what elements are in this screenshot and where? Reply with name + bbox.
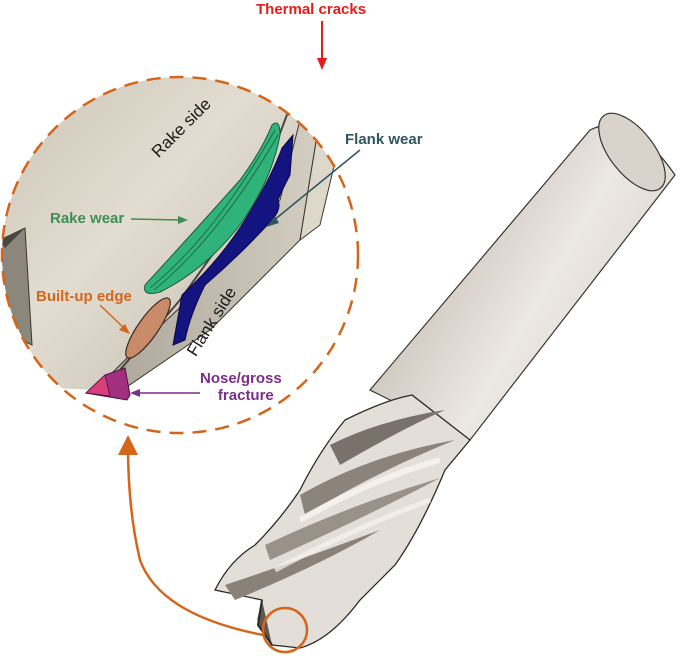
flank-wear-label: Flank wear [345,131,423,148]
built-up-edge-arrow [99,304,127,331]
flank-wear-region [172,133,294,346]
flute-groove [265,478,440,560]
rake-wear-region [144,122,281,294]
flute-groove [300,440,455,515]
callout-connector [118,435,264,637]
rake-face [2,77,330,390]
flank-wear-arrow [267,149,361,226]
label-arrows [99,21,361,397]
shank-end-face [598,112,666,192]
thermal-cracks-marks [285,77,319,113]
flute-highlight [273,497,431,573]
flute-highlight [298,457,441,523]
nose-fracture-label-line2: fracture [217,387,274,404]
nose-fracture-label-line1: Nose/gross [200,370,282,387]
end-mill-tool [214,112,676,649]
rake-wear-label: Rake wear [50,210,125,227]
flute-groove [225,530,380,600]
flute-groove [330,410,445,465]
nose-fracture-label: Nose/gross fracture [200,370,282,404]
built-up-edge-label: Built-up edge [36,288,132,305]
magnified-view [2,77,358,433]
magnifier-circle [0,75,360,435]
built-up-edge-region [125,297,171,359]
tool-tip-highlight [261,606,309,654]
thermal-cracks-label: Thermal cracks [256,1,367,18]
rake-wear-arrow [130,218,181,221]
